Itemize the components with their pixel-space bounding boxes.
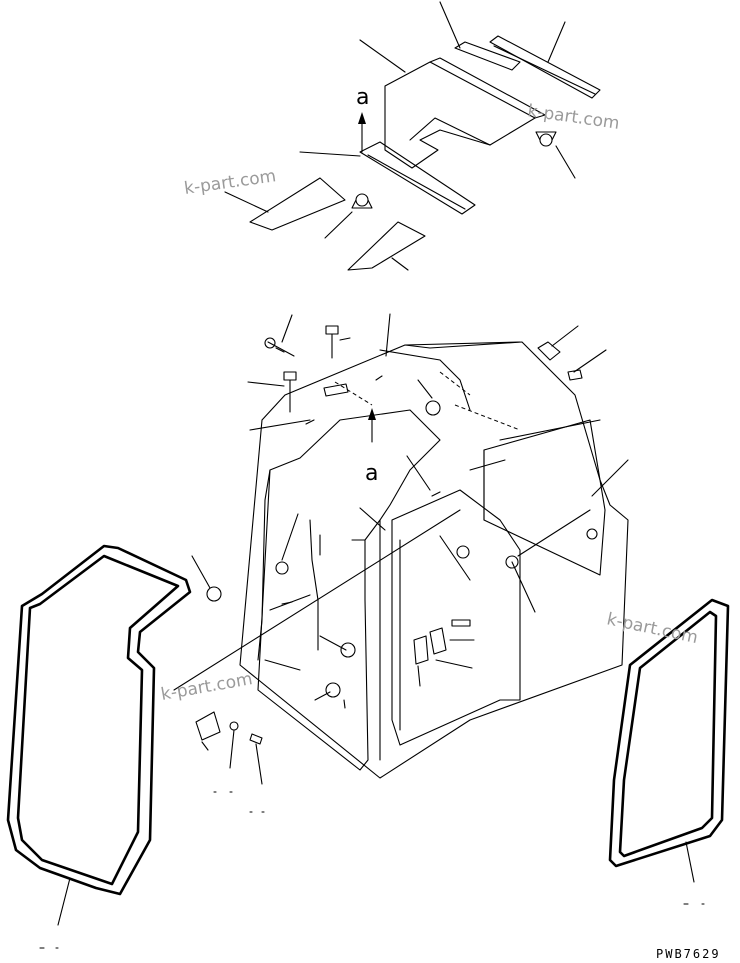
right-window-seal [608, 598, 730, 868]
view-marker-label-top: a [356, 85, 369, 110]
watermark-3: k-part.com [159, 669, 254, 705]
fasteners [195, 325, 598, 745]
reference-ticks [39, 791, 705, 949]
drawing-code: PWB7629 [656, 947, 721, 961]
watermark-2: k-part.com [526, 101, 620, 134]
cab-body [239, 341, 629, 779]
view-arrow-top: a [356, 85, 369, 153]
roof-headliner-assembly [249, 35, 601, 271]
left-door-seal [6, 544, 192, 896]
leader-lines-top [224, 1, 576, 271]
watermark-4: k-part.com [605, 609, 700, 648]
leader-lines-seals [57, 841, 695, 926]
view-marker-label-mid: a [365, 461, 378, 486]
view-arrow-mid: a [365, 408, 378, 486]
leader-lines-cab [173, 313, 629, 785]
